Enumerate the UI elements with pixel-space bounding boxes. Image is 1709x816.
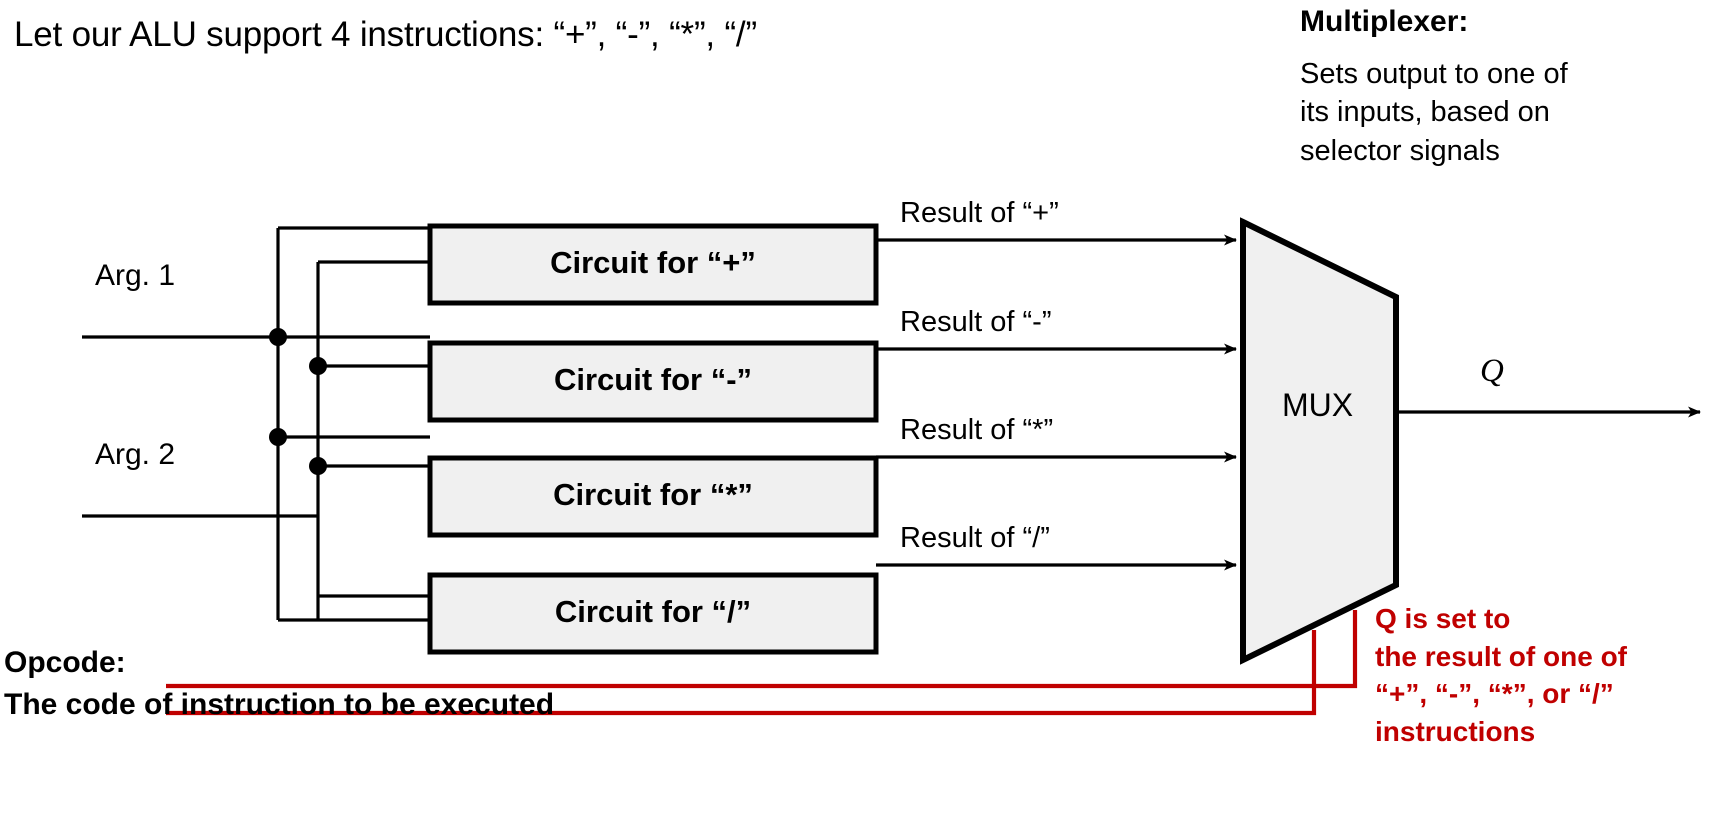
circuit-box-divide [427,572,879,655]
circuit-label-divide: Circuit for “/” [554,594,752,629]
input-label-arg-2: Arg. 2 [95,438,176,471]
result-label-plus: Result of “+” [900,197,1059,229]
mux-desc-line-1: Sets output to one of [1300,58,1568,90]
multiplexer-description: Sets output to one of its inputs, based o… [1300,55,1700,170]
opcode-selector-wires [166,610,1358,716]
mux-shape [1240,217,1399,665]
result-label-times: Result of “*” [900,414,1054,446]
q-note-line-4: instructions [1375,715,1536,747]
circuit-label-plus: Circuit for “+” [550,245,756,280]
result-label-minus: Result of “-” [900,306,1052,338]
input-wiring [82,226,430,622]
circuit-label-minus: Circuit for “-” [553,362,753,397]
result-label-divide: Result of “/” [900,522,1050,554]
circuit-label-times: Circuit for “*” [553,477,753,512]
page-title: Let our ALU support 4 instructions: “+”,… [14,15,757,54]
circuit-box-times [427,455,879,538]
mux-output-label: Q [1480,353,1504,389]
q-note-line-1: Q is set to [1375,603,1511,634]
circuit-box-minus [427,340,879,423]
mux-desc-line-3: selector signals [1300,134,1500,167]
circuit-box-plus [427,223,879,306]
q-note-line-3: “+”, “-”, “*”, or “/” [1375,678,1614,710]
q-result-note: Q is set to the result of one of “+”, “-”,… [1375,600,1627,750]
multiplexer-heading: Multiplexer: [1300,5,1469,38]
mux-desc-line-2: its inputs, based on [1300,96,1550,129]
mux-label: MUX [1282,387,1354,423]
opcode-description: The code of instruction to be executed [4,688,555,721]
input-label-arg-1: Arg. 1 [95,259,176,292]
opcode-label: Opcode: [4,646,126,679]
wire-junction-dots [269,328,327,475]
q-note-line-2: the result of one of [1375,640,1627,672]
result-wires [876,234,1237,571]
